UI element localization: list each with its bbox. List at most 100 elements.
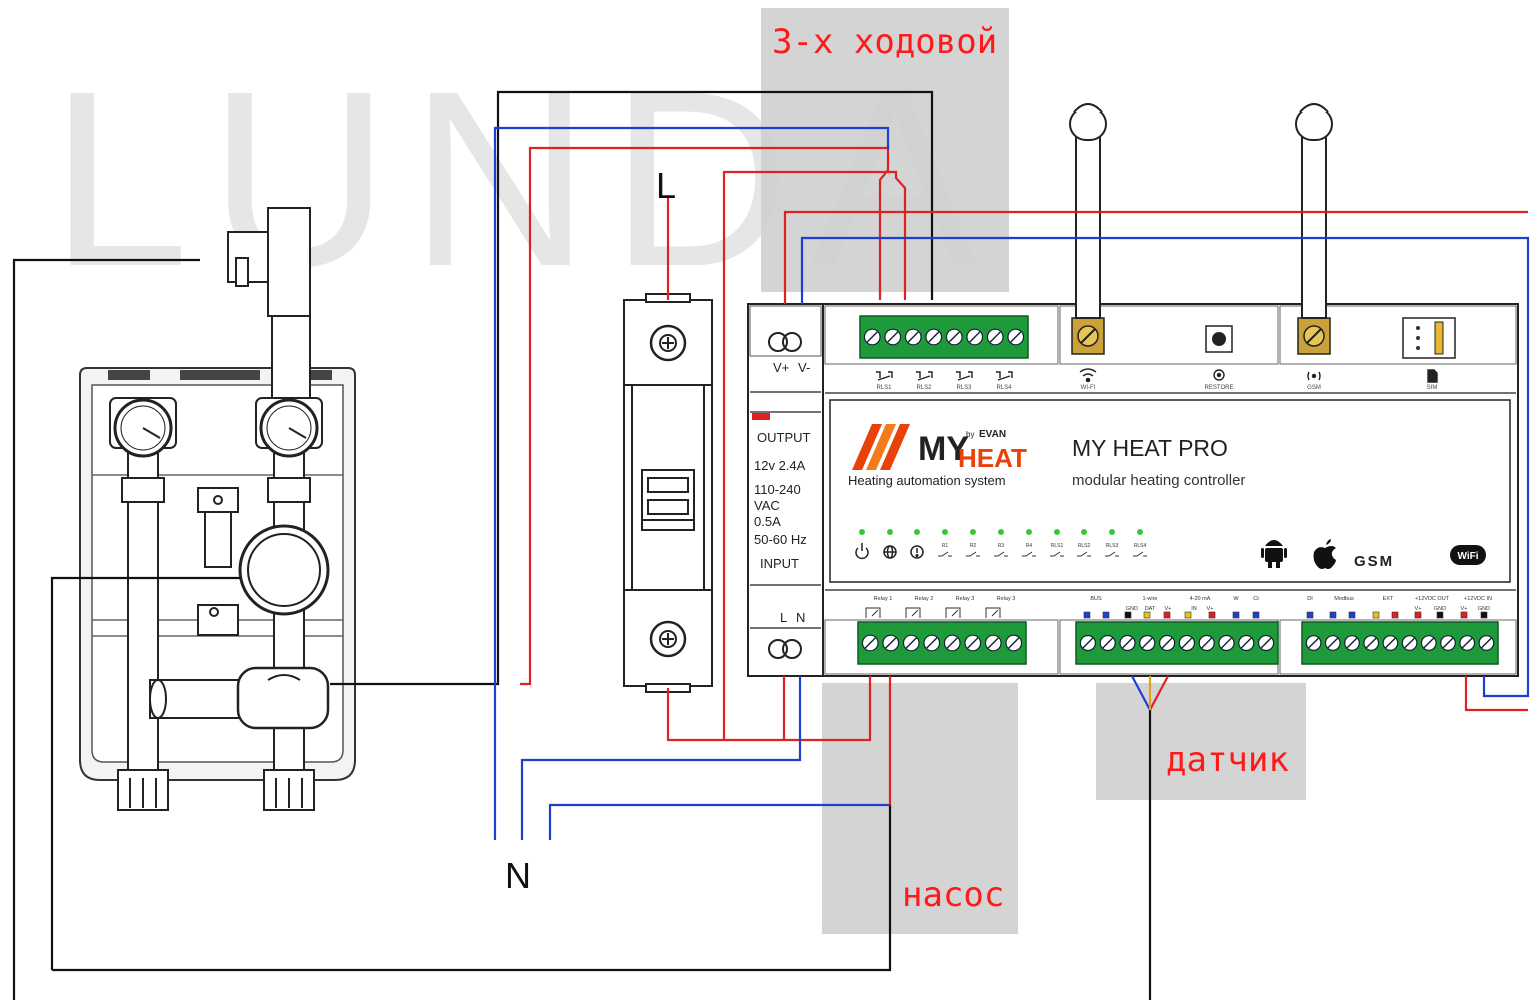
led-indicator bbox=[914, 529, 920, 535]
led-indicator bbox=[942, 529, 948, 535]
red-wires bbox=[520, 146, 1528, 805]
wire-sensor-red bbox=[1149, 675, 1169, 711]
power-icon bbox=[855, 543, 869, 560]
led-indicator bbox=[1026, 529, 1032, 535]
psu-vac-label: VAC bbox=[754, 498, 780, 513]
io-terminal-screw-slot bbox=[1260, 637, 1272, 649]
top-terminal-screw-slot bbox=[948, 331, 960, 343]
line-label: L bbox=[656, 165, 676, 206]
io-terminal-screw-slot bbox=[1082, 637, 1094, 649]
gsm-logo: GSM bbox=[1354, 553, 1394, 570]
led-relay-glyph bbox=[1077, 551, 1091, 557]
vplus2-sub-label: V+ bbox=[1207, 606, 1214, 612]
relay-contact-glyph bbox=[945, 607, 961, 618]
neutral-label: N bbox=[505, 855, 531, 896]
brand-heat: HEAT bbox=[958, 443, 1027, 473]
black-wires bbox=[12, 90, 1152, 1000]
relay-contact-glyph bbox=[985, 607, 1001, 618]
brand-my: MY bbox=[918, 430, 969, 468]
relay-terminal-screw-slot bbox=[987, 637, 999, 649]
in-vplus-sub: V+ bbox=[1461, 606, 1468, 612]
brand-by: by bbox=[966, 430, 974, 439]
out-vplus-sub: V+ bbox=[1415, 606, 1422, 612]
relay-label-4: Relay 3 bbox=[997, 596, 1016, 602]
led-indicator bbox=[970, 529, 976, 535]
wire-12v-out bbox=[1464, 676, 1528, 712]
in-12v-label: +12VDC IN bbox=[1464, 596, 1492, 602]
wifi-logo-icon: WiFi bbox=[1450, 545, 1486, 565]
ext-terminal-screw-slot bbox=[1327, 637, 1339, 649]
wifi-icon bbox=[1079, 368, 1097, 383]
pin-marker bbox=[1306, 611, 1314, 619]
ext-terminal-screw-slot bbox=[1308, 637, 1319, 649]
ext-terminal-screw-slot bbox=[1442, 637, 1454, 649]
relay-label-3: Relay 3 bbox=[956, 596, 975, 602]
led-caption: RLS4 bbox=[1134, 543, 1147, 549]
gsm-signal-icon bbox=[1307, 371, 1321, 381]
relay-terminal-screw-slot bbox=[926, 637, 938, 649]
pin-marker bbox=[1414, 611, 1422, 619]
in-sub-label: IN bbox=[1191, 606, 1197, 612]
top-terminal-screw-slot bbox=[1010, 331, 1022, 343]
di-label: DI bbox=[1307, 596, 1313, 602]
psu-freq-label: 50-60 Hz bbox=[754, 532, 807, 547]
led-caption: RLS2 bbox=[1078, 543, 1091, 549]
relay-terminal-screw-slot bbox=[1008, 637, 1020, 649]
model-title: MY HEAT PRO bbox=[1072, 435, 1228, 461]
ext-terminal-screw-slot bbox=[1423, 637, 1435, 649]
psu-input-label: INPUT bbox=[760, 556, 799, 571]
pump-annotation: насос bbox=[902, 875, 1005, 915]
restore-label: RESTORE bbox=[1205, 385, 1234, 391]
pin-marker bbox=[1232, 611, 1240, 619]
blue-wires bbox=[493, 126, 1530, 840]
wire-pump-return bbox=[52, 805, 892, 972]
ext-terminal-screw-slot bbox=[1404, 637, 1415, 649]
wire-sensor-blue bbox=[1131, 675, 1151, 711]
w-label: W bbox=[1233, 596, 1239, 602]
vplus-sub-label: V+ bbox=[1165, 606, 1172, 612]
psu-output-label: OUTPUT bbox=[757, 430, 811, 445]
wire-psu-vminus bbox=[800, 236, 1530, 698]
io-terminal-screw-slot bbox=[1221, 637, 1232, 649]
io-terminal-screw-slot bbox=[1102, 637, 1114, 649]
top-relay-terminal-block bbox=[859, 315, 1029, 359]
gsm-label: GSM bbox=[1307, 385, 1321, 391]
bus-label: BUS bbox=[1090, 596, 1102, 602]
led-relay-glyph bbox=[1022, 551, 1036, 557]
led-relay-glyph bbox=[938, 551, 952, 557]
pin-marker bbox=[1372, 611, 1380, 619]
sim-slot bbox=[1402, 317, 1456, 359]
controller-unit: RLS1 RLS2 RLS3 RLS4 WI-FI RESTORE GSM SI… bbox=[822, 303, 1519, 677]
sensor-annotation-box bbox=[1096, 683, 1306, 800]
psu-n-label: N bbox=[796, 610, 805, 625]
wifi-antenna bbox=[1069, 103, 1107, 319]
led-indicator bbox=[859, 529, 865, 535]
bottom-terminal-blocks bbox=[857, 621, 1499, 665]
psu-vplus-label: V+ bbox=[773, 360, 789, 375]
wire-neutral-psu bbox=[520, 676, 802, 840]
wifi-label: WI-FI bbox=[1081, 385, 1096, 391]
relay-label-2: Relay 2 bbox=[915, 596, 934, 602]
wire-line-to-relay bbox=[666, 676, 872, 742]
relay-terminal-screw-slot bbox=[864, 637, 876, 649]
relay-label-1: Relay 1 bbox=[874, 596, 893, 602]
sim-card-icon bbox=[1427, 369, 1438, 383]
brand-logo: MY HEAT by EVAN Heating automation syste… bbox=[848, 424, 1027, 488]
top-terminal-screw-slot bbox=[989, 331, 1001, 343]
pin-marker bbox=[1436, 611, 1444, 619]
led-relay-glyph bbox=[1050, 551, 1064, 557]
pin-marker bbox=[1460, 611, 1468, 619]
pin-marker bbox=[1208, 611, 1216, 619]
psu-voltage-label: 110-240 bbox=[754, 482, 801, 497]
psu-rating-label: 12v 2.4A bbox=[754, 458, 806, 473]
top-relay-label-3: RLS3 bbox=[956, 385, 972, 391]
pin-marker bbox=[1163, 611, 1171, 619]
led-indicator bbox=[1137, 529, 1143, 535]
pump-group bbox=[79, 207, 356, 811]
relay-contact-glyph bbox=[905, 607, 921, 618]
led-indicator bbox=[1054, 529, 1060, 535]
top-terminal-screw-slot bbox=[907, 331, 919, 343]
